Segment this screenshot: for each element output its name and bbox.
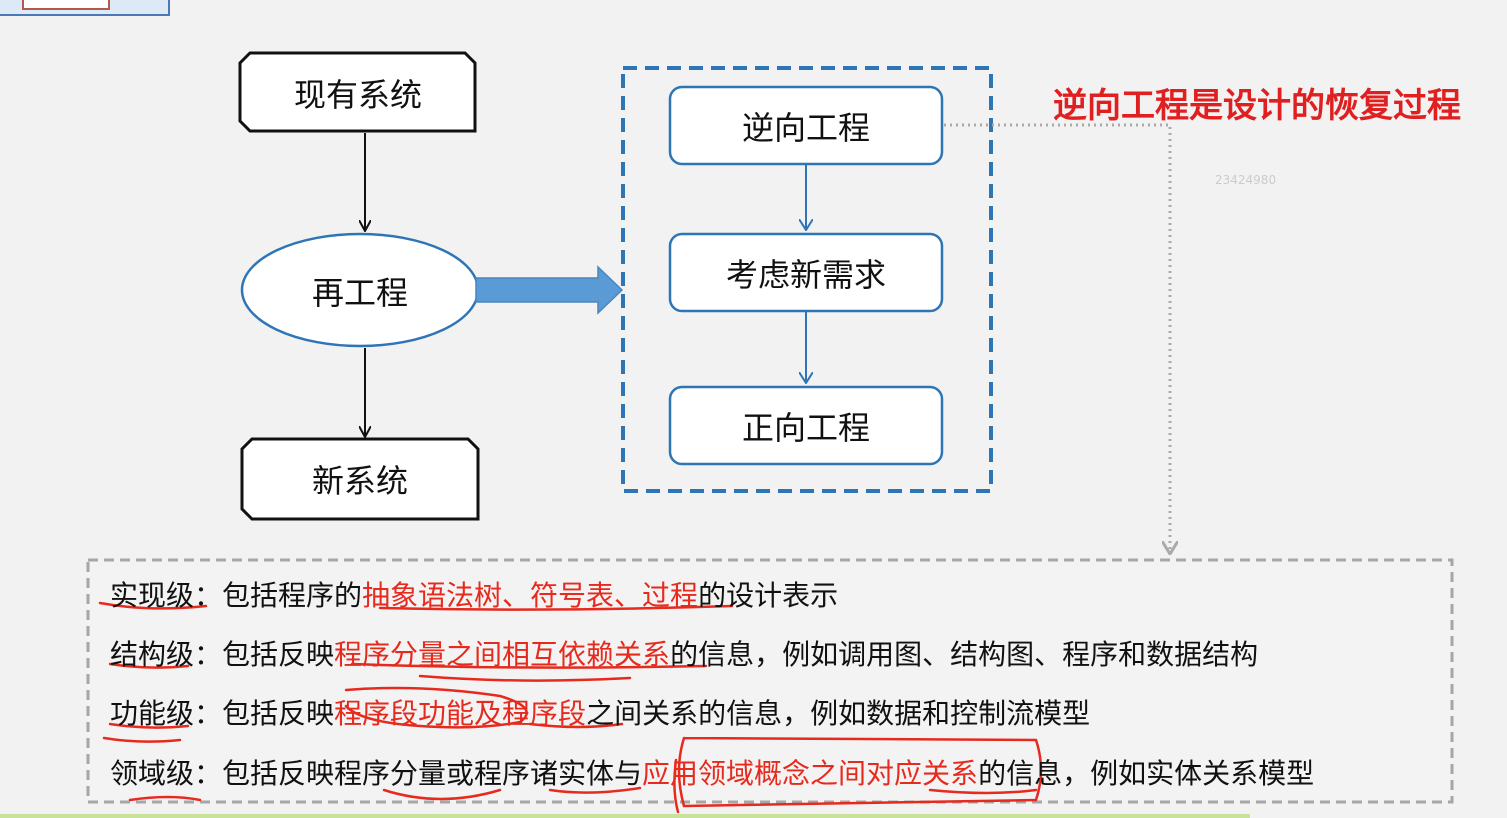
level-desc-post: 的信息，例如实体关系模型 <box>978 757 1315 790</box>
reverse-engineering-box <box>668 85 944 166</box>
existing-system-label: 现有系统 <box>293 76 422 114</box>
level-desc-pre: 包括反映 <box>222 638 335 671</box>
level-name: 实现级 <box>110 579 195 612</box>
level-name: 结构级 <box>110 638 195 671</box>
level-name: 领域级 <box>110 757 195 790</box>
level-desc-highlight: 应用领域概念之间对应关系 <box>642 757 979 790</box>
watermark-text: 23424980 <box>1215 173 1277 187</box>
level-row-structure: 结构级：包括反映程序分量之间相互依赖关系的信息，例如调用图、结构图、程序和数据结… <box>110 638 1259 671</box>
new-system-label: 新系统 <box>311 462 408 500</box>
level-desc-pre: 包括程序的 <box>222 579 363 612</box>
level-row-implementation: 实现级：包括程序的抽象语法树、符号表、过程的设计表示 <box>110 579 839 612</box>
new-requirements-label: 考虑新需求 <box>725 256 886 294</box>
level-desc-highlight: 抽象语法树、符号表、过程 <box>362 579 699 612</box>
level-name: 功能级 <box>110 697 195 730</box>
level-desc-post: 之间关系的信息，例如数据和控制流模型 <box>586 697 1091 730</box>
forward-engineering-box <box>668 385 944 466</box>
handwritten-annotations <box>98 601 1043 814</box>
forward-engineering-label: 正向工程 <box>741 409 870 447</box>
new-system-box <box>240 437 480 521</box>
annotation-title: 逆向工程是设计的恢复过程 <box>1053 86 1461 126</box>
dotted-connector <box>944 123 1170 554</box>
level-row-domain: 领域级：包括反映程序分量或程序诸实体与应用领域概念之间对应关系的信息，例如实体关… <box>110 757 1315 790</box>
level-desc-highlight: 程序段功能及程序段 <box>334 697 587 730</box>
existing-system-box <box>238 51 477 133</box>
new-requirements-box <box>668 232 944 313</box>
level-row-function: 功能级：包括反映程序段功能及程序段之间关系的信息，例如数据和控制流模型 <box>110 697 1091 730</box>
levels-panel <box>86 558 1454 804</box>
slide-thumbnail-fragment <box>0 0 170 16</box>
level-desc-pre: 包括反映 <box>222 697 335 730</box>
level-desc-pre: 包括反映程序分量或程序诸实体与 <box>222 757 643 790</box>
reengineering-label: 再工程 <box>311 274 408 312</box>
level-desc-post: 的信息，例如调用图、结构图、程序和数据结构 <box>670 638 1259 671</box>
block-arrow <box>475 265 624 315</box>
level-desc-highlight: 程序分量之间相互依赖关系 <box>334 638 671 671</box>
reverse-engineering-label: 逆向工程 <box>741 109 870 147</box>
bottom-strip <box>0 814 1250 818</box>
process-container <box>621 66 993 493</box>
level-desc-post: 的设计表示 <box>698 579 839 612</box>
